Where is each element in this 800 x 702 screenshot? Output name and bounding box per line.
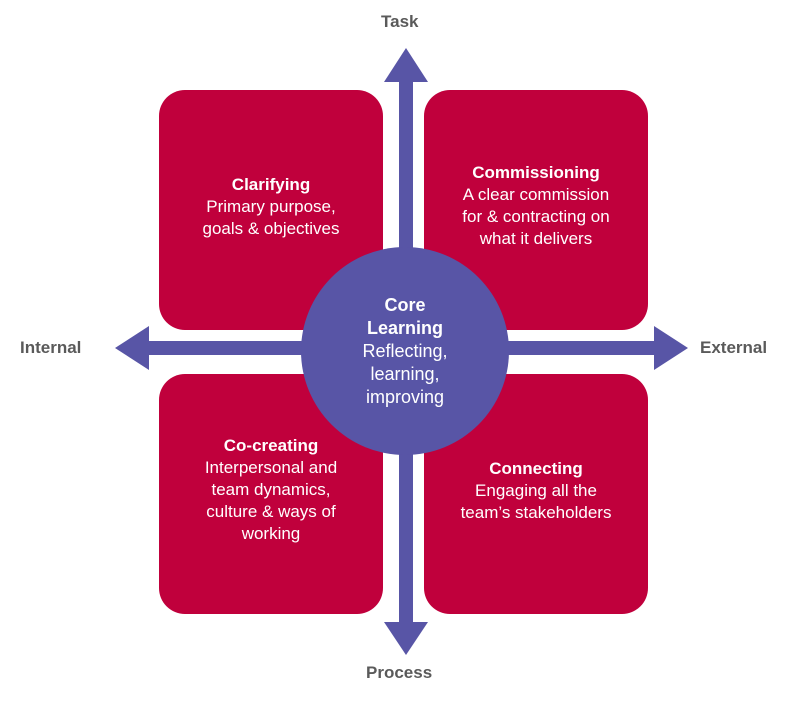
quadrant-line: culture & ways of bbox=[206, 502, 336, 521]
arrow-right-icon bbox=[654, 326, 688, 370]
quadrant-line: Primary purpose, bbox=[206, 197, 336, 216]
core-line: improving bbox=[365, 386, 444, 407]
arrow-up-icon bbox=[384, 48, 428, 82]
quadrant-body: Engaging all the team’s stakeholders bbox=[461, 480, 612, 524]
quadrant-line: working bbox=[241, 524, 301, 543]
axis-label-external: External bbox=[700, 338, 768, 357]
quadrant-body: A clear commission for & contracting on … bbox=[462, 184, 609, 250]
quadrant-title: Connecting bbox=[489, 459, 583, 478]
axis-label-process: Process bbox=[366, 663, 433, 682]
quadrant-connecting: Connecting Engaging all the team’s stake… bbox=[424, 374, 648, 614]
core-title: Core Learning bbox=[367, 294, 443, 340]
quadrant-line: goals & objectives bbox=[202, 219, 340, 238]
arrow-down-icon bbox=[384, 622, 428, 655]
quadrant-body: Interpersonal and team dynamics, culture… bbox=[205, 457, 337, 545]
quadrant-line: for & contracting on bbox=[462, 207, 610, 226]
quadrant-line: team’s stakeholders bbox=[460, 503, 612, 522]
core-line: learning, bbox=[370, 363, 440, 384]
axis-label-task: Task bbox=[381, 12, 419, 31]
core-line: Reflecting, bbox=[362, 340, 448, 361]
axis-label-internal: Internal bbox=[20, 338, 82, 357]
core-body: Reflecting, learning, improving bbox=[362, 340, 447, 409]
quadrant-line: A clear commission bbox=[462, 185, 610, 204]
quadrant-line: Engaging all the bbox=[475, 481, 597, 500]
core-learning-circle: Core Learning Reflecting, learning, impr… bbox=[301, 247, 509, 455]
core-title-line: Learning bbox=[366, 317, 443, 338]
core-title-line: Core bbox=[384, 294, 426, 315]
quadrant-line: team dynamics, bbox=[211, 480, 331, 499]
quadrant-line: what it delivers bbox=[479, 229, 593, 248]
quadrant-body: Primary purpose, goals & objectives bbox=[202, 196, 339, 240]
quadrant-title: Commissioning bbox=[472, 163, 600, 182]
quadrant-line: Interpersonal and bbox=[204, 458, 338, 477]
arrow-left-icon bbox=[115, 326, 149, 370]
quadrant-title: Clarifying bbox=[231, 175, 311, 194]
quadrant-title: Co-creating bbox=[223, 436, 319, 455]
